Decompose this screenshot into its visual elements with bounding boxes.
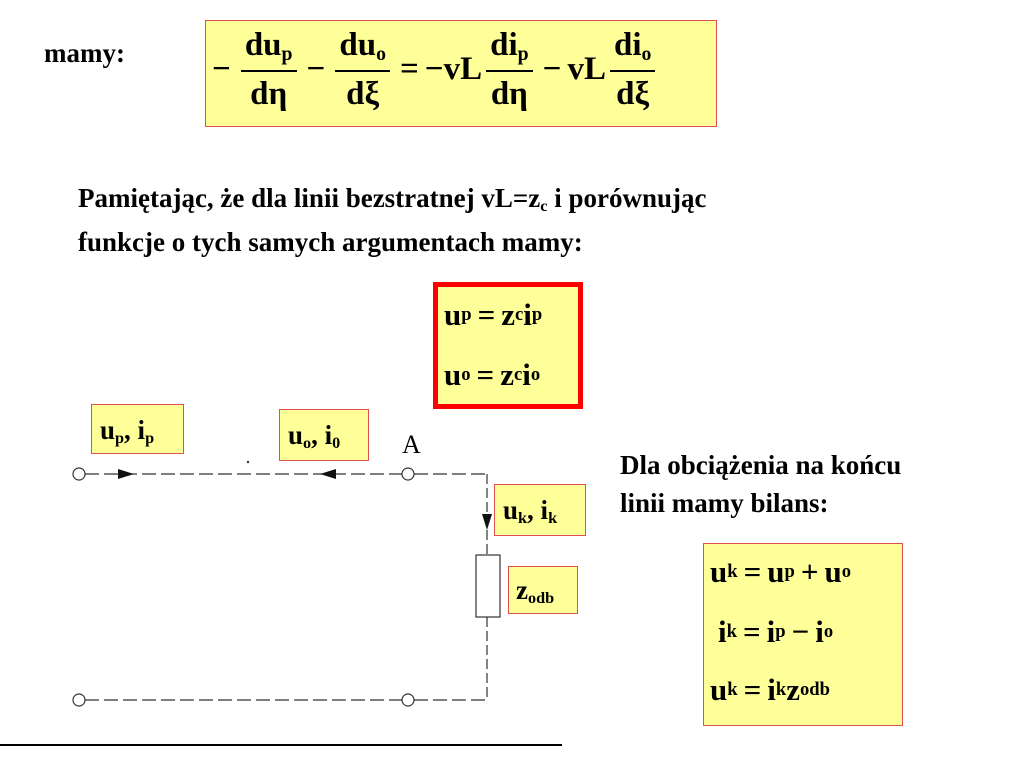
fraction-dio-dxi: dio dξ (609, 27, 656, 113)
fraction-dip-deta: dip dη (486, 27, 533, 113)
fraction-duo-dxi: duo dξ (335, 27, 390, 113)
minus-sign: − (212, 51, 231, 88)
label-uo-i0: uo, i0 (279, 409, 369, 461)
explanation-paragraph: Pamiętając, że dla linii bezstratnej vL=… (78, 180, 706, 260)
node-a-terminal (401, 467, 415, 481)
label-up-ip: up, ip (91, 404, 184, 454)
minus-sign: − (542, 51, 562, 88)
equals-sign: = (399, 51, 419, 88)
input-terminal-top (72, 467, 86, 481)
load-balance-text: Dla obciążenia na końcu linii mamy bilan… (620, 450, 902, 518)
output-terminal-bottom (401, 693, 415, 707)
forward-wave-arrow-icon (118, 469, 134, 479)
reflected-wave-arrow-icon (320, 469, 336, 479)
input-terminal-bottom (72, 693, 86, 707)
label-zodb: zodb (508, 566, 578, 614)
node-a-label: A (402, 430, 421, 459)
load-current-arrow-icon (482, 514, 492, 530)
lead-text: mamy: (44, 38, 125, 68)
minus-sign: − (306, 51, 326, 88)
equation-1-box: − dup dη − duo dξ = − vL dip dη − vL dio… (205, 20, 717, 127)
label-uk-ik: uk, ik (494, 484, 586, 536)
vl-term: vL (567, 51, 606, 88)
equation-1: − dup dη − duo dξ = − vL dip dη − vL dio… (206, 27, 659, 113)
paragraph-line-1: Pamiętając, że dla linii bezstratnej vL=… (78, 183, 707, 216)
dot-mark (246, 460, 250, 464)
vl-term: vL (443, 51, 483, 88)
bottom-divider (0, 744, 562, 746)
minus-sign: − (424, 51, 444, 88)
fraction-dup-deta: dup dη (240, 27, 297, 113)
paragraph-line-2: funkcje o tych samych argumentach mamy: (78, 227, 583, 258)
load-resistor (475, 554, 501, 618)
